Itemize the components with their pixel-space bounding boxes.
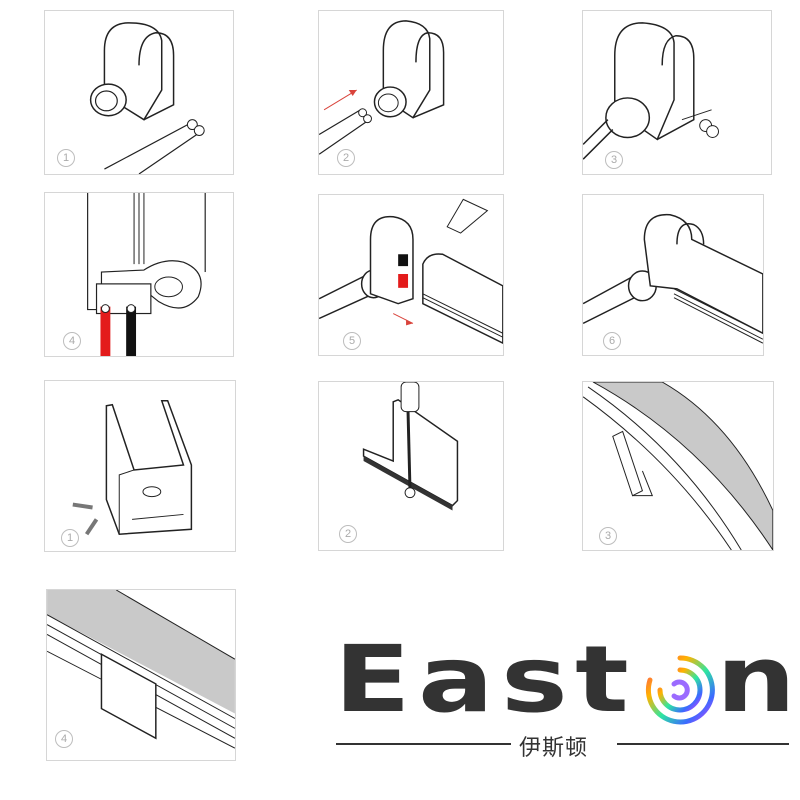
press-curved-strip-illustration	[583, 382, 773, 550]
cable-through-cap-illustration	[583, 22, 719, 160]
step-number-badge: 3	[599, 527, 617, 545]
logo-divider-right	[617, 743, 789, 745]
clip-step-3-panel: 3	[582, 381, 774, 551]
mounting-clip-and-screws-illustration	[72, 400, 193, 536]
glue-and-slide-cap-illustration	[319, 198, 503, 345]
connector-step-1-panel: 1	[44, 10, 234, 175]
clip-step-2-panel: 2	[318, 381, 504, 551]
connector-step-2-panel: 2	[318, 10, 504, 175]
cap-installed-illustration	[583, 213, 763, 344]
step-number-badge: 3	[605, 151, 623, 169]
logo-wordmark-end: n	[716, 626, 800, 733]
easton-logo: East n 伊斯顿	[334, 626, 796, 764]
step-number-badge: 4	[55, 730, 73, 748]
connector-step-3-panel: 3	[582, 10, 772, 175]
connector-step-4-panel: 4	[44, 192, 234, 357]
step-number-badge: 4	[63, 332, 81, 350]
soldered-wires-illustration	[87, 193, 206, 356]
clip-step-4-panel: 4	[46, 589, 236, 761]
logo-wordmark: East	[334, 626, 637, 733]
step-number-badge: 5	[343, 332, 361, 350]
screwdriver-clip-illustration	[362, 382, 459, 511]
connector-step-5-panel: 5	[318, 194, 504, 356]
rainbow-spiral-icon	[645, 655, 715, 725]
step-number-badge: 2	[339, 525, 357, 543]
insert-cable-illustration	[319, 20, 445, 155]
clip-step-1-panel: 1	[44, 380, 236, 552]
step-number-badge: 6	[603, 332, 621, 350]
end-cap-with-cable-illustration	[89, 22, 205, 174]
step-number-badge: 1	[61, 529, 79, 547]
logo-chinese-name: 伊斯顿	[519, 735, 589, 760]
step-number-badge: 1	[57, 149, 75, 167]
connector-step-6-panel: 6	[582, 194, 764, 356]
step-number-badge: 2	[337, 149, 355, 167]
strip-seated-in-clip-illustration	[47, 590, 235, 749]
logo-divider-left	[336, 743, 511, 745]
